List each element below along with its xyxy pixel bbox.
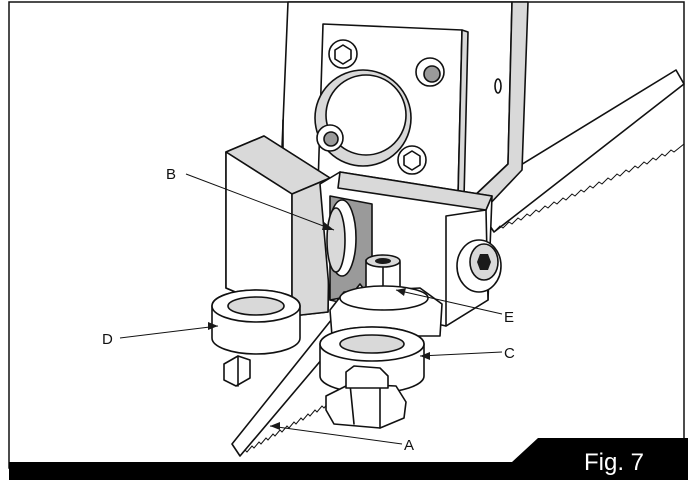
lower-nut [325,365,407,429]
mounting-plate [314,23,502,199]
arrowhead-a [270,422,280,430]
leader-line-a [269,425,403,445]
leader-line-d [119,325,219,339]
leader-line-c [419,351,503,357]
arrowhead-d [208,322,218,330]
figure-label-bar [9,438,688,480]
callout-e: E [504,309,514,326]
thrust-bearing-b [326,199,357,277]
callout-c: C [504,345,515,362]
arrowhead-b [322,222,334,230]
callout-b: B [166,166,176,183]
callout-d: D [102,331,113,348]
leader-line-b [185,173,335,231]
left-bracket [225,135,331,317]
figure-label: Fig. 7 [584,449,644,476]
callout-a: A [404,437,414,454]
leader-line-e [395,289,503,315]
arrowhead-e [396,288,406,296]
bearing-clamp [329,285,443,337]
arrowhead-c [420,352,430,360]
side-bearing-d [211,289,301,355]
bolt-left [223,355,251,387]
